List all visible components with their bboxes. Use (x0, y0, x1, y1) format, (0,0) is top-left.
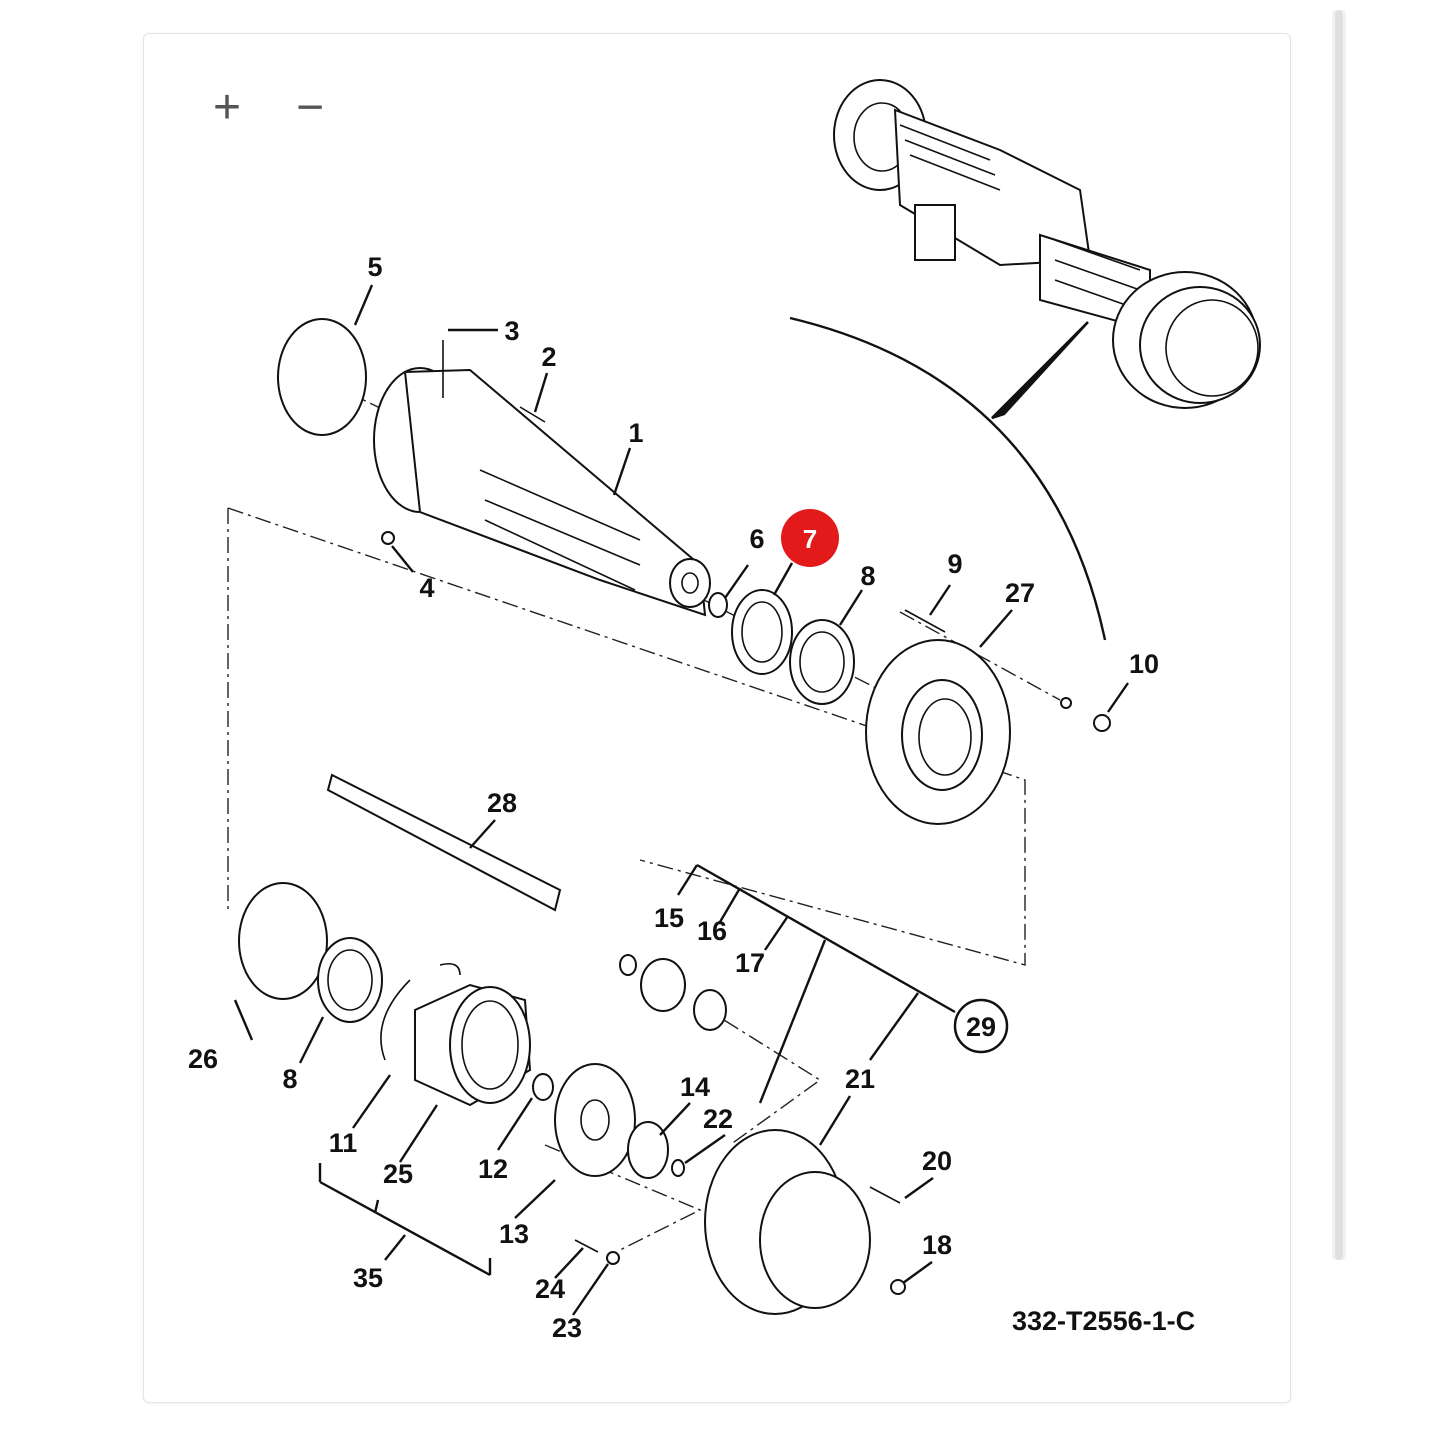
scrollbar-thumb[interactable] (1335, 10, 1343, 1260)
callout-22[interactable]: 22 (703, 1104, 733, 1134)
part-20-bolt[interactable] (869, 1186, 901, 1204)
part-21-hub-cover[interactable] (704, 1129, 871, 1315)
part-11-snap-ring[interactable] (380, 962, 461, 1061)
part-22-washer[interactable] (671, 1159, 685, 1177)
callout-29-label[interactable]: 29 (966, 1012, 996, 1042)
callout-2[interactable]: 2 (541, 342, 556, 372)
callout-12[interactable]: 12 (478, 1154, 508, 1184)
callout-17[interactable]: 17 (735, 948, 765, 978)
callout-24[interactable]: 24 (535, 1274, 565, 1304)
callout-11[interactable]: 11 (329, 1128, 358, 1158)
callout-labels: 5 3 2 1 4 6 8 9 27 10 28 15 16 17 26 8 1… (188, 252, 1159, 1343)
callout-1[interactable]: 1 (628, 418, 643, 448)
part-10-washer[interactable] (1060, 697, 1072, 709)
callout-leaders (233, 284, 1129, 1316)
part-17-needle-bearing[interactable] (693, 989, 727, 1031)
callout-9[interactable]: 9 (947, 549, 962, 579)
part-25-ring-gear[interactable] (414, 983, 532, 1107)
part-26-oring[interactable] (238, 882, 328, 1000)
part-27-hub[interactable] (865, 639, 1011, 825)
callout-5[interactable]: 5 (367, 252, 382, 282)
overview-arc (789, 316, 1107, 641)
callout-14[interactable]: 14 (680, 1072, 710, 1102)
part-18-plug[interactable] (890, 1279, 906, 1295)
callout-3[interactable]: 3 (504, 316, 519, 346)
assembly-line-upper (227, 507, 1026, 966)
callout-4[interactable]: 4 (419, 573, 434, 603)
callout-8[interactable]: 8 (860, 561, 875, 591)
callout-7-label[interactable]: 7 (803, 524, 817, 554)
callout-20[interactable]: 20 (922, 1146, 952, 1176)
callout-28[interactable]: 28 (487, 788, 517, 818)
callout-8-lower[interactable]: 8 (282, 1064, 297, 1094)
callout-27[interactable]: 27 (1005, 578, 1035, 608)
part-12-washer[interactable] (532, 1073, 554, 1101)
part-1-axle-housing[interactable] (373, 367, 711, 617)
part-15-circlip[interactable] (619, 954, 637, 976)
callout-6[interactable]: 6 (749, 524, 764, 554)
callout-10[interactable]: 10 (1129, 649, 1159, 679)
part-16-planet-gear[interactable] (640, 958, 686, 1012)
part-5-oring[interactable] (277, 318, 367, 436)
callout-15[interactable]: 15 (654, 903, 684, 933)
callout-21[interactable]: 21 (845, 1064, 875, 1094)
part-9-stud[interactable] (904, 609, 946, 633)
part-14-thrust-plate[interactable] (627, 1121, 669, 1179)
zoom-in-button[interactable]: + (212, 81, 242, 134)
part-10-nut[interactable] (1093, 714, 1111, 732)
callout-13[interactable]: 13 (499, 1219, 529, 1249)
part-4-nut[interactable] (381, 531, 395, 545)
part-28-drive-shaft[interactable] (326, 773, 562, 912)
assembly-line-lower (544, 1144, 702, 1251)
part-6-circlip[interactable] (708, 592, 728, 618)
callout-35[interactable]: 35 (353, 1263, 383, 1293)
part-23-bolt[interactable] (606, 1251, 620, 1265)
callout-25[interactable]: 25 (383, 1159, 413, 1189)
callout-16[interactable]: 16 (697, 916, 727, 946)
callout-23[interactable]: 23 (552, 1313, 582, 1343)
vertical-scrollbar[interactable] (1332, 10, 1346, 1260)
axle-overview-illustration (833, 79, 1261, 409)
overview-pointer (991, 321, 1089, 420)
part-24-pin[interactable] (574, 1239, 599, 1253)
zoom-out-button[interactable]: − (295, 81, 325, 134)
callout-26[interactable]: 26 (188, 1044, 218, 1074)
drawing-id-label: 332-T2556-1-C (1012, 1306, 1196, 1336)
part-2-bolt[interactable] (519, 406, 546, 423)
callout-29-circle[interactable] (953, 998, 1009, 1054)
part-13-planet-carrier[interactable] (554, 1063, 636, 1177)
callout-7-highlight[interactable] (781, 509, 839, 567)
callout-18[interactable]: 18 (922, 1230, 952, 1260)
